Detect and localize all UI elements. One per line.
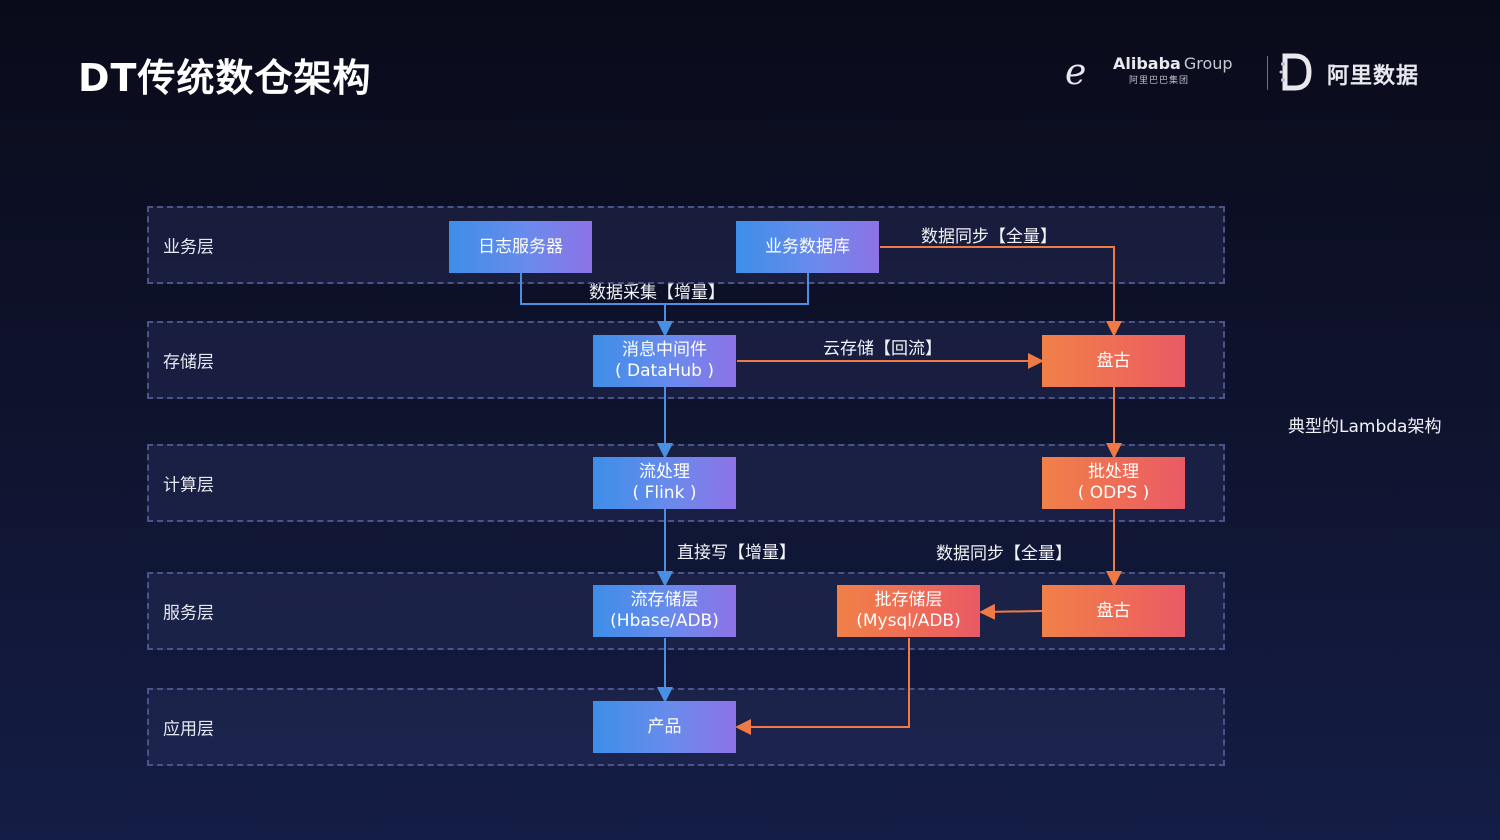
node-batch-storage: 批存储层 (Mysql/ADB) xyxy=(837,585,980,637)
data-brand-text: 阿里数据 xyxy=(1327,64,1420,89)
edge-label-collect-incr: 数据采集【增量】 xyxy=(589,283,725,303)
edge-label-sync-full-bottom: 数据同步【全量】 xyxy=(936,544,1072,564)
edge-label-direct-write: 直接写【增量】 xyxy=(677,543,796,563)
edge-sync-full-top xyxy=(880,246,1122,337)
logo-divider xyxy=(1267,56,1268,90)
layer-label: 业务层 xyxy=(163,237,214,258)
layer-label: 存储层 xyxy=(163,352,214,373)
node-pangu-storage: 盘古 xyxy=(1042,335,1185,387)
node-business-db: 业务数据库 xyxy=(736,221,879,273)
lambda-note: 典型的Lambda架构 xyxy=(1288,417,1442,437)
layer-label: 计算层 xyxy=(163,475,214,496)
node-batch-processing: 批处理 ( ODPS ) xyxy=(1042,457,1185,509)
page-title: DT传统数仓架构 xyxy=(78,56,372,100)
alibaba-logo-icon: e xyxy=(1065,52,1087,93)
node-stream-storage: 流存储层 (Hbase/ADB) xyxy=(593,585,736,637)
edge-batch-store-to-product xyxy=(735,638,910,735)
edge-label-cloud-store: 云存储【回流】 xyxy=(823,339,942,359)
node-pangu-service: 盘古 xyxy=(1042,585,1185,637)
node-stream-processing: 流处理 ( Flink ) xyxy=(593,457,736,509)
data-brand-d-icon xyxy=(1279,53,1312,91)
node-product: 产品 xyxy=(593,701,736,753)
layer-business: 业务层 xyxy=(147,206,1225,284)
edge-label-sync-full-top: 数据同步【全量】 xyxy=(921,227,1057,247)
layer-label: 应用层 xyxy=(163,719,214,740)
alibaba-logo-cn: 阿里巴巴集团 xyxy=(1129,76,1190,86)
layer-label: 服务层 xyxy=(163,603,214,624)
edge-pangu-to-batch-store xyxy=(979,603,1043,620)
node-log-server: 日志服务器 xyxy=(449,221,592,273)
node-message-middleware: 消息中间件 ( DataHub ) xyxy=(593,335,736,387)
